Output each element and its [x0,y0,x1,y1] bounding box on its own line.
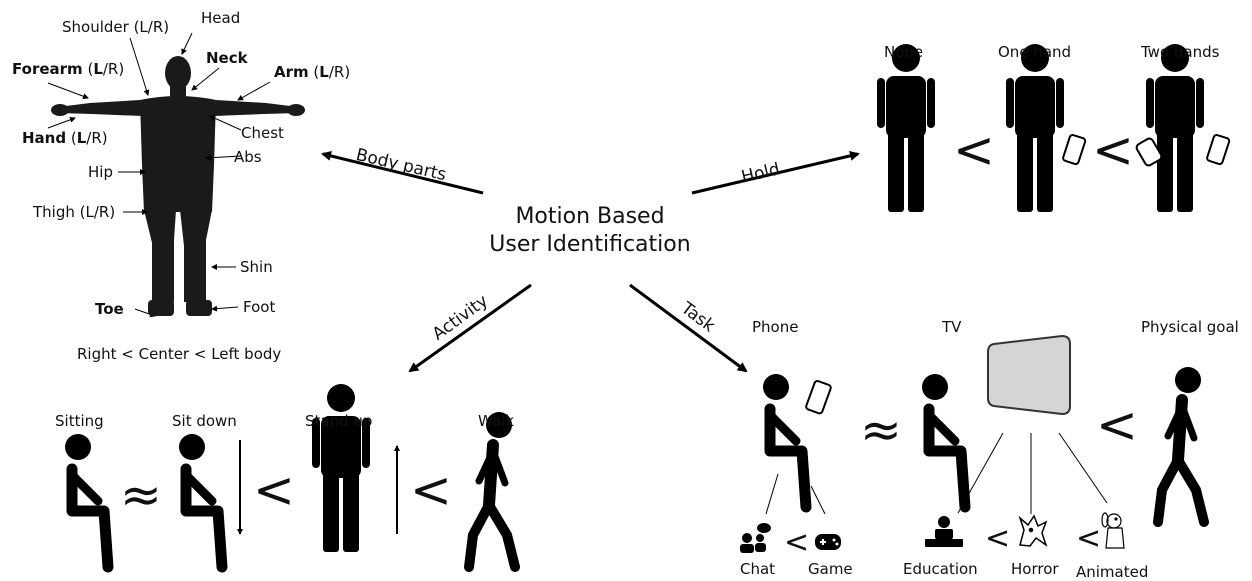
physical-goal-figure [1158,367,1204,522]
gamepad-icon [815,534,841,550]
task-approx: ≈ [860,401,902,459]
label-horror: Horror [1011,560,1059,578]
arrow-task [629,283,748,373]
label-hold-two: Two hands [1141,43,1220,61]
hold-none-figure [877,44,935,212]
label-sitdown: Sit down [172,412,237,430]
tv-sitting-figure [922,374,965,507]
label-body-order: Right < Center < Left body [77,345,282,363]
hold-two-figure [1146,44,1204,212]
arrow-body-parts [321,151,484,195]
hold-less-than-1: < [953,121,995,179]
hold-one-figure [1006,44,1064,212]
arrow-hold [691,150,860,195]
label-education: Education [903,560,978,578]
label-physical-goal: Physical goal [1141,318,1239,336]
right-foot [186,300,212,316]
phone-icon [1062,133,1087,166]
label-shin: Shin [240,258,273,276]
sitdown-figure [179,434,222,567]
label-chat: Chat [740,560,776,578]
label-shoulder: Shoulder (L/R) [62,18,170,36]
left-foot [148,300,174,316]
hold-less-than-2: < [1092,121,1134,179]
label-animated: Animated [1076,563,1149,581]
education-icon [925,516,963,547]
label-chest: Chest [241,124,284,142]
label-head: Head [201,9,241,27]
label-game: Game [808,560,853,578]
tv-screen [987,334,1071,416]
wolf-icon [1018,514,1048,547]
label-hold-none: None [884,43,924,61]
label-thigh: Thigh (L/R) [33,203,116,221]
label-foot: Foot [243,298,276,316]
label-tv: TV [942,318,962,336]
label-abs: Abs [234,148,262,166]
activity-less-than-1: < [253,461,295,519]
body-pointers [47,32,271,318]
phone-icon [805,380,832,415]
task-less-than: < [1096,396,1138,454]
activity-approx: ≈ [120,466,162,524]
phone-sitting-figure [763,374,806,507]
label-sitting: Sitting [55,412,104,430]
label-toe: Toe [95,300,124,318]
label-walk: Walk [478,412,514,430]
center-title-line1: Motion Based [515,204,665,229]
phone-icon [1206,133,1231,166]
label-hand: Hand (L/R) [22,129,108,147]
activity-less-than-2: < [410,461,452,519]
human-body-figure [51,56,305,302]
standup-figure [312,384,370,552]
label-standup: Stand up [305,412,373,430]
label-phone: Phone [752,318,799,336]
label-neck: Neck [206,49,248,67]
chat-icon [740,523,771,553]
cup-icon [1135,137,1163,167]
label-forearm: Forearm (L/R) [12,60,125,78]
center-title: Motion Based User Identification [460,203,720,258]
label-arm: Arm (L/R) [274,63,351,81]
cartoon-dog-icon [1101,512,1125,549]
label-hip: Hip [88,163,113,181]
label-hold-one: One hand [998,43,1072,61]
walk-figure [469,412,515,567]
center-title-line2: User Identification [489,231,691,257]
sitting-figure [65,434,108,567]
task-less-than-edu-horror: < [985,521,1011,556]
task-less-than-chat-game: < [784,525,810,560]
task-branch-lines [765,432,1108,515]
task-less-than-horror-animated: < [1076,521,1102,556]
arrow-activity [408,283,532,373]
